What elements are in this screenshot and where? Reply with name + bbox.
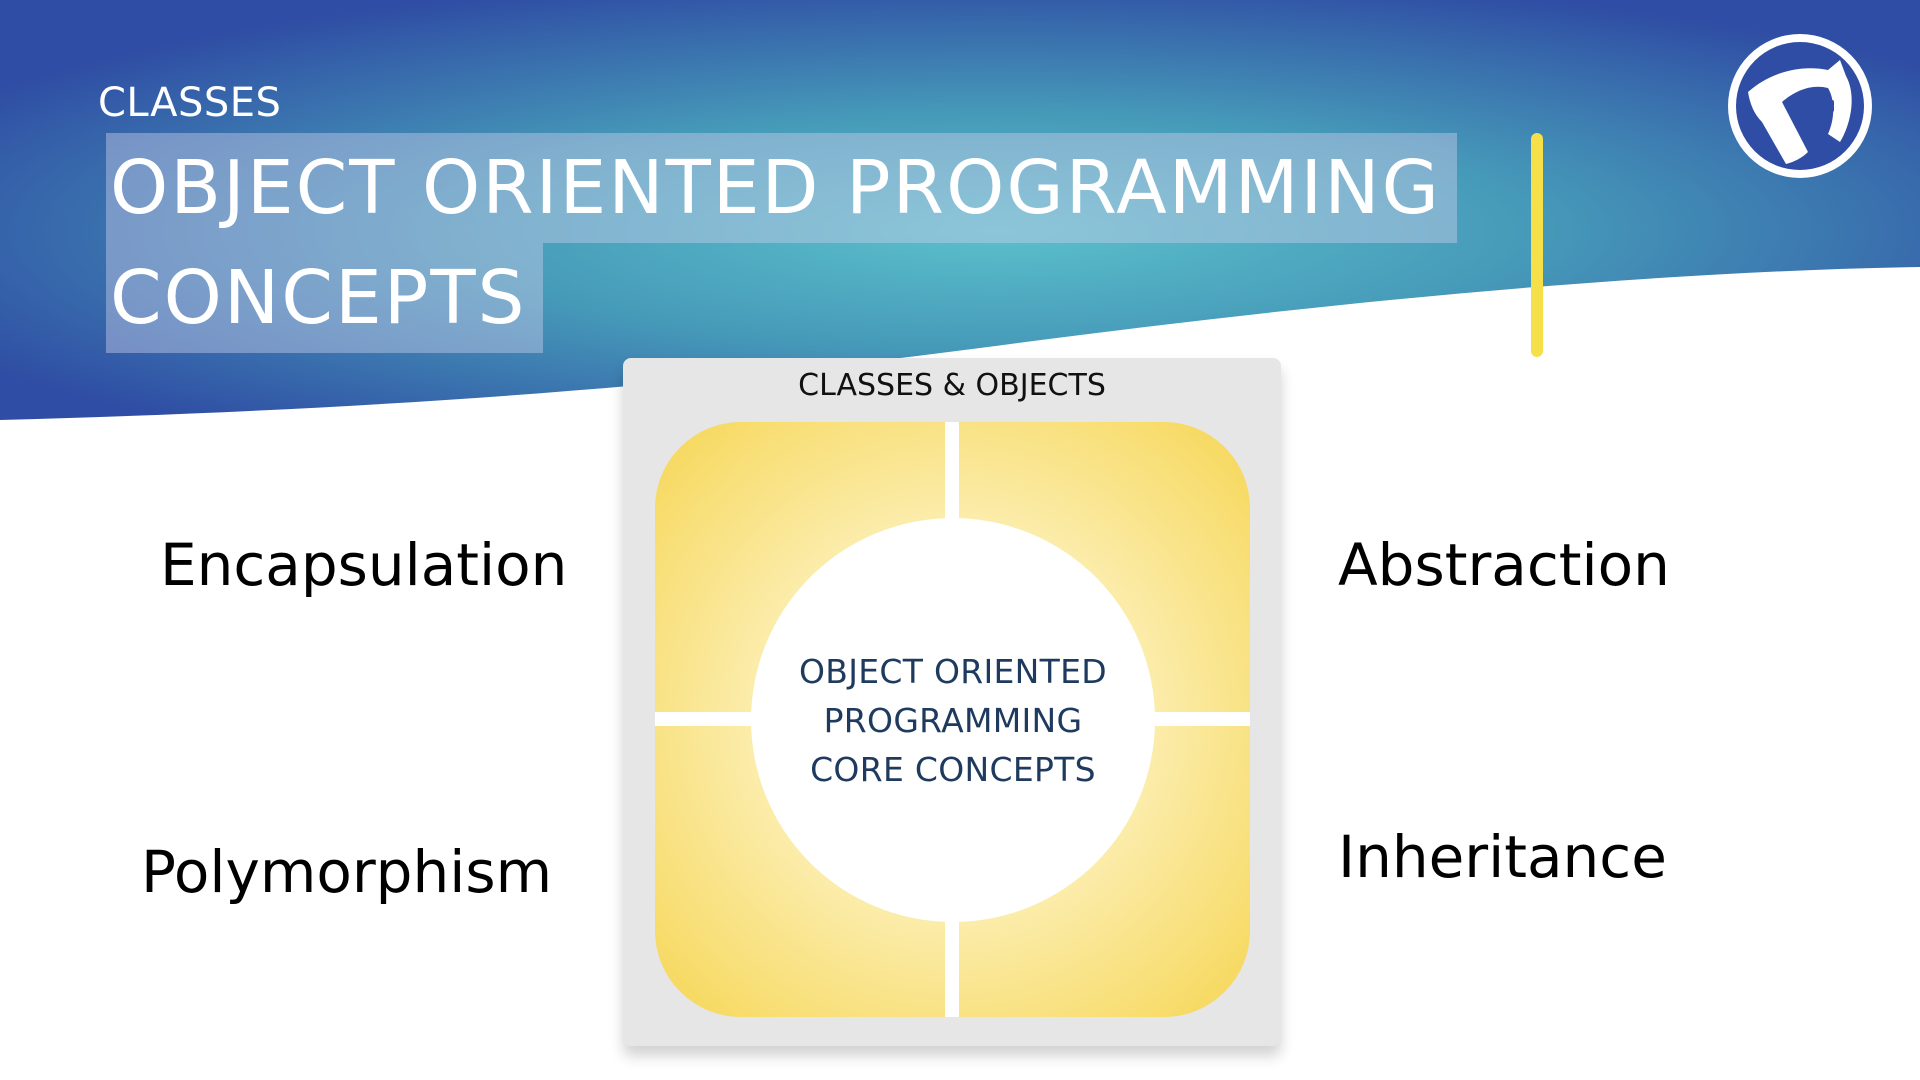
core-concepts-circle: OBJECT ORIENTED PROGRAMMING CORE CONCEPT…: [751, 518, 1155, 922]
header-banner: [0, 0, 1920, 420]
diagram-caption: CLASSES & OBJECTS: [798, 368, 1106, 403]
page-title: OBJECT ORIENTED PROGRAMMING CONCEPTS: [106, 133, 1546, 353]
concept-encapsulation: Encapsulation: [160, 531, 568, 599]
concept-inheritance: Inheritance: [1338, 823, 1667, 891]
page-title-line-1: OBJECT ORIENTED PROGRAMMING: [106, 133, 1457, 243]
section-kicker: CLASSES: [98, 80, 282, 126]
concept-quadrants: OBJECT ORIENTED PROGRAMMING CORE CONCEPT…: [655, 422, 1250, 1017]
school-mascot-logo-icon: [1728, 34, 1872, 178]
concept-abstraction: Abstraction: [1338, 531, 1670, 599]
concept-polymorphism: Polymorphism: [141, 838, 553, 906]
core-concepts-line-3: CORE CONCEPTS: [810, 749, 1096, 789]
core-concepts-label: OBJECT ORIENTED PROGRAMMING CORE CONCEPT…: [783, 647, 1123, 794]
title-accent-bar: [1531, 133, 1543, 357]
core-concepts-line-1: OBJECT ORIENTED: [799, 651, 1107, 691]
page-title-line-2: CONCEPTS: [106, 243, 543, 353]
oop-concepts-diagram: CLASSES & OBJECTS OBJECT ORIENTED PROGRA…: [623, 358, 1281, 1046]
core-concepts-line-2: PROGRAMMING: [823, 700, 1083, 740]
